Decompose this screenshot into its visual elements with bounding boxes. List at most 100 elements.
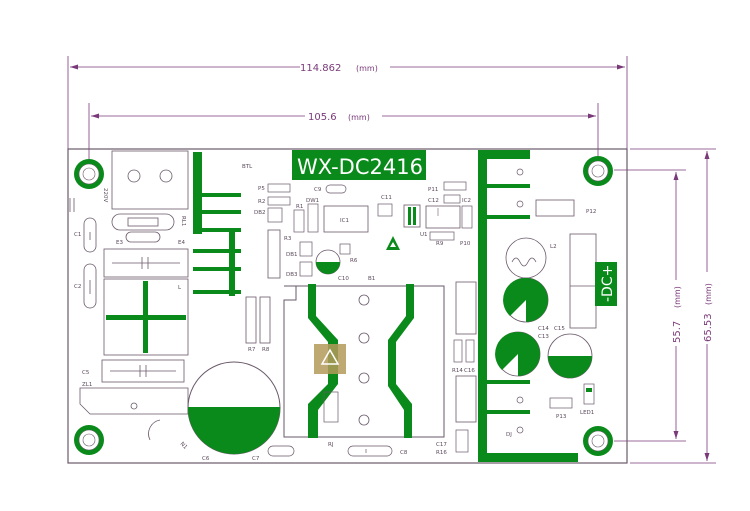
label-r2: R2 [258,199,265,205]
dimension-hole-width [88,103,599,165]
capacitor-c13 [495,331,541,377]
label-c14: C14 [538,326,549,332]
label-p10: P10 [460,241,471,247]
label-rj: RJ [328,442,334,448]
capacitor-c16 [465,339,475,363]
capacitor-c6 [187,361,281,455]
hole-width-unit: (mm) [348,113,370,122]
output-heatsink [478,150,578,462]
label-b1: B1 [368,276,375,282]
diode-block [267,229,281,279]
label-r14: R14 [452,368,463,374]
dimension-overall-width [67,56,628,150]
diode-db1 [299,241,313,257]
label-zl1: ZL1 [82,382,92,388]
dimension-hole-height [614,169,686,442]
label-c13: C13 [538,334,549,340]
output-screw-hole-3 [516,396,524,404]
label-n1: N1 [179,441,189,451]
capacitor-e3 [125,231,161,243]
output-screw-hole-4 [516,426,524,434]
diode-db2 [267,207,283,223]
capacitor-c7 [267,445,295,457]
capacitor-c2 [83,263,97,309]
input-voltage-label: 220V [102,188,108,202]
label-c15: C15 [554,326,565,332]
resistor-p11 [443,181,467,191]
resistor-r2 [267,196,291,206]
label-p13: P13 [556,414,567,420]
hole-width-value: 105.6 [308,112,337,123]
label-c6: C6 [202,456,210,462]
model-label-box [292,150,426,180]
label-p5: P5 [258,186,265,192]
ic2 [425,205,461,229]
dimension-overall-height [630,148,716,464]
label-c16: C16 [464,368,475,374]
inductor-l2 [505,237,547,279]
output-label-box [595,262,617,306]
mounting-hole-bottom-left [74,425,104,455]
label-r16: R16 [436,450,447,456]
label-dj: DJ [506,432,512,438]
output-connector [569,233,597,329]
label-c5: C5 [82,370,90,376]
overall-width-unit: (mm) [356,64,378,73]
hole-height-unit: (mm) [673,286,682,308]
capacitor-c15 [547,333,593,379]
capacitor-c8 [347,445,393,457]
overall-height-unit: (mm) [704,283,713,305]
input-terminal-block [111,150,189,210]
capacitor-c11 [377,203,393,217]
resistor-p13 [549,397,573,409]
trace-stubs-left [193,193,241,294]
label-p11: P11 [428,187,438,193]
diode-output [455,375,477,423]
label-r1: R1 [296,204,303,210]
optocoupler-u1 [403,204,421,228]
fuse [111,213,175,231]
output-screw-hole-1 [516,168,524,176]
led1-mark [586,388,592,392]
label-e4: E4 [178,240,185,246]
board-outline [67,148,628,464]
led1 [583,383,595,405]
capacitor-c1 [83,217,97,253]
label-rl1: RL1 [180,216,186,226]
mounting-hole-bottom-right [583,426,613,456]
resistor-r9 [429,231,455,241]
label-c7: C7 [252,456,260,462]
label-db2: DB2 [254,210,266,216]
label-c10: C10 [338,276,349,282]
resistor-r1 [293,209,305,233]
label-c17: C17 [436,442,447,448]
capacitor-c9 [325,184,347,194]
label-db3: DB3 [286,272,298,278]
label-c1: C1 [74,232,81,238]
label-r8: R8 [262,347,270,353]
capacitor-c12 [443,194,461,204]
esd-warning-icon [386,236,400,250]
label-r3: R3 [284,236,292,242]
resistor-rj [323,391,339,423]
label-c8: C8 [400,450,408,456]
label-c12: C12 [428,198,439,204]
label-r6: R6 [350,258,358,264]
hole-height-value: 55.7 [672,321,683,343]
label-l2: L2 [550,244,557,250]
resistor-r14 [453,339,463,363]
bridge-rectifier [79,387,189,415]
label-ic2: IC2 [462,198,471,204]
capacitor-c17 [455,429,469,453]
label-dw1: DW1 [306,198,319,204]
label-e3: E3 [116,240,123,246]
transformer-b1 [283,284,445,438]
model-label: WX-DC2416 [297,155,423,179]
overall-width-value: 114.862 [300,63,341,74]
filter-capacitor-block [103,248,189,278]
label-c9: C9 [314,187,322,193]
label-ic1: IC1 [340,218,349,224]
label-l: L [178,285,182,291]
overall-height-value: 65.53 [703,313,714,342]
